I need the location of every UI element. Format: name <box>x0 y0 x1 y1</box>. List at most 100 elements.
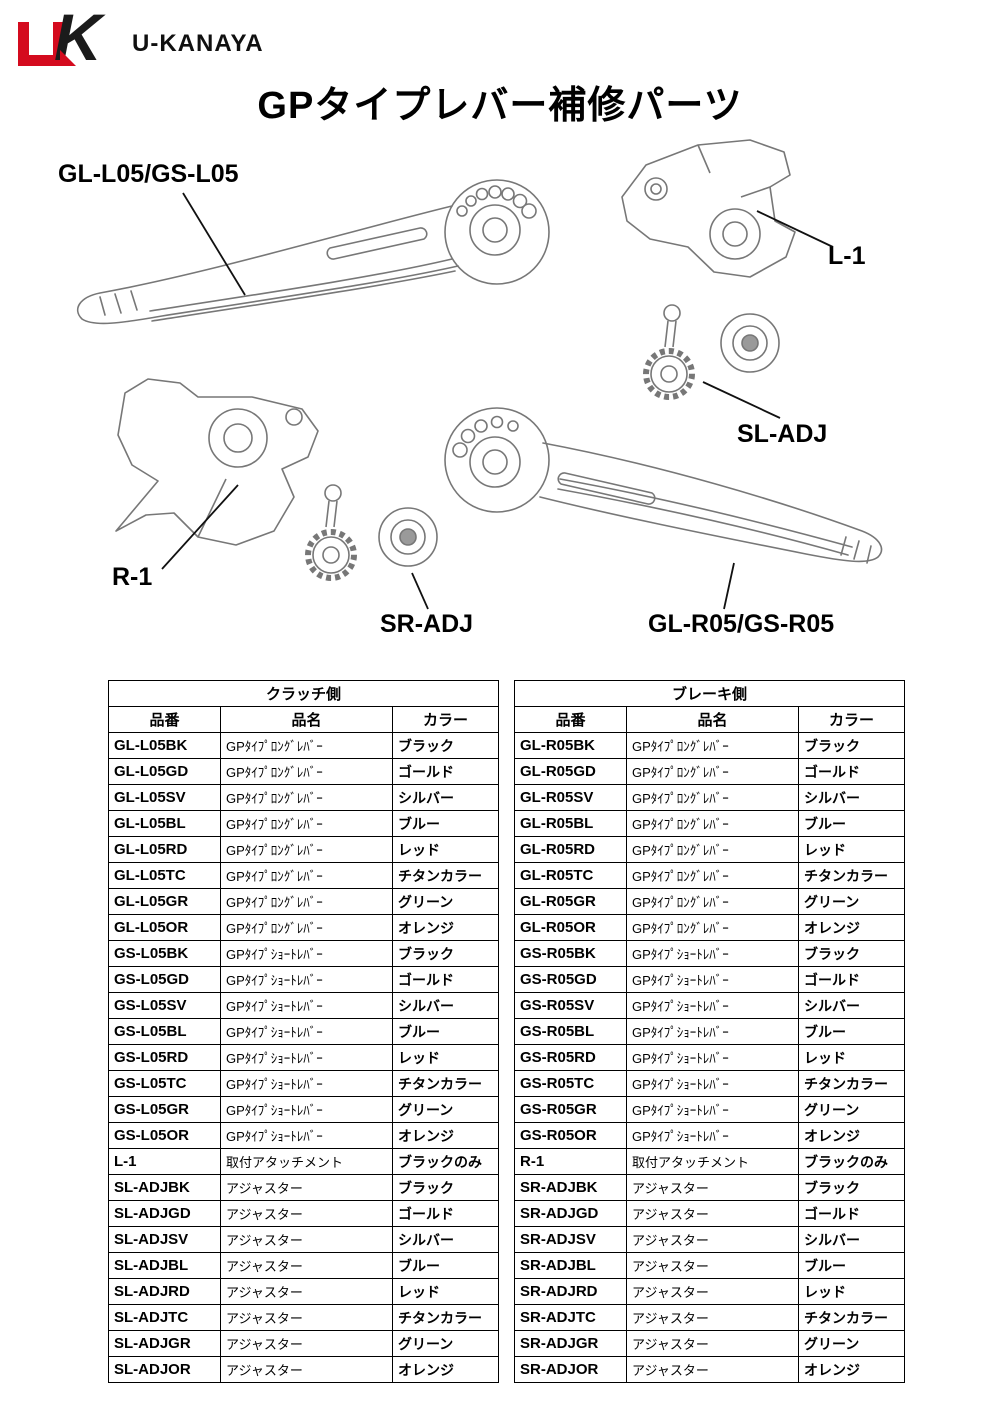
part-name-cell: GPﾀｲﾌﾟﾛﾝｸﾞﾚﾊﾞｰ <box>626 914 799 941</box>
part-number-cell: GL-L05GD <box>108 758 221 785</box>
label-brake-lever: GL-R05/GS-R05 <box>648 610 835 638</box>
part-name-cell: GPﾀｲﾌﾟｼｮｰﾄﾚﾊﾞｰ <box>626 1044 799 1071</box>
part-number-cell: SR-ADJGR <box>514 1330 627 1357</box>
color-cell: ゴールド <box>797 966 906 993</box>
part-name-cell: GPﾀｲﾌﾟｼｮｰﾄﾚﾊﾞｰ <box>626 940 799 967</box>
column-header-row: 品番品名カラー <box>514 706 906 733</box>
color-cell: ブルー <box>797 810 906 837</box>
part-number-cell: GS-R05TC <box>514 1070 627 1097</box>
column-header-2: カラー <box>391 706 500 733</box>
color-cell: チタンカラー <box>391 1070 500 1097</box>
color-cell: ブルー <box>391 810 500 837</box>
color-cell: シルバー <box>391 1226 500 1253</box>
color-cell: ブラック <box>391 940 500 967</box>
part-name-cell: GPﾀｲﾌﾟﾛﾝｸﾞﾚﾊﾞｰ <box>220 888 393 915</box>
logo-u-shape <box>18 22 64 66</box>
part-number-cell: SL-ADJGR <box>108 1330 221 1357</box>
part-number-cell: GS-L05OR <box>108 1122 221 1149</box>
part-number-cell: SR-ADJRD <box>514 1278 627 1305</box>
column-header-2: カラー <box>797 706 906 733</box>
part-number-cell: GL-R05TC <box>514 862 627 889</box>
part-name-cell: GPﾀｲﾌﾟﾛﾝｸﾞﾚﾊﾞｰ <box>626 758 799 785</box>
color-cell: レッド <box>797 1044 906 1071</box>
parts-line-art <box>76 139 883 610</box>
part-name-cell: GPﾀｲﾌﾟｼｮｰﾄﾚﾊﾞｰ <box>220 966 393 993</box>
sr-adj-drawing <box>305 484 438 581</box>
part-number-cell: SL-ADJBL <box>108 1252 221 1279</box>
part-number-cell: GS-R05GR <box>514 1096 627 1123</box>
part-number-cell: GL-R05OR <box>514 914 627 941</box>
part-name-cell: アジャスター <box>626 1278 799 1305</box>
part-name-cell: 取付アタッチメント <box>626 1148 799 1175</box>
part-name-cell: GPﾀｲﾌﾟﾛﾝｸﾞﾚﾊﾞｰ <box>220 810 393 837</box>
color-cell: ブルー <box>391 1018 500 1045</box>
part-number-cell: GS-R05GD <box>514 966 627 993</box>
part-name-cell: GPﾀｲﾌﾟｼｮｰﾄﾚﾊﾞｰ <box>626 966 799 993</box>
part-name-cell: GPﾀｲﾌﾟﾛﾝｸﾞﾚﾊﾞｰ <box>220 862 393 889</box>
color-cell: ゴールド <box>391 966 500 993</box>
color-cell: ブラック <box>797 940 906 967</box>
color-cell: ゴールド <box>797 758 906 785</box>
part-name-cell: アジャスター <box>626 1252 799 1279</box>
color-cell: シルバー <box>797 784 906 811</box>
part-name-cell: GPﾀｲﾌﾟﾛﾝｸﾞﾚﾊﾞｰ <box>626 810 799 837</box>
color-cell: オレンジ <box>797 914 906 941</box>
color-cell: グリーン <box>797 1096 906 1123</box>
part-name-cell: GPﾀｲﾌﾟｼｮｰﾄﾚﾊﾞｰ <box>220 1018 393 1045</box>
color-cell: オレンジ <box>391 1122 500 1149</box>
part-number-cell: GS-L05GD <box>108 966 221 993</box>
color-cell: ブラック <box>391 1174 500 1201</box>
part-name-cell: GPﾀｲﾌﾟｼｮｰﾄﾚﾊﾞｰ <box>220 940 393 967</box>
color-cell: ブルー <box>391 1252 500 1279</box>
part-number-cell: GS-L05GR <box>108 1096 221 1123</box>
part-number-cell: SR-ADJBL <box>514 1252 627 1279</box>
part-name-cell: アジャスター <box>626 1356 799 1383</box>
part-name-cell: GPﾀｲﾌﾟｼｮｰﾄﾚﾊﾞｰ <box>220 992 393 1019</box>
column-header-1: 品名 <box>626 706 799 733</box>
color-cell: ブラックのみ <box>797 1148 906 1175</box>
part-number-cell: SR-ADJBK <box>514 1174 627 1201</box>
part-number-cell: GL-R05BK <box>514 732 627 759</box>
column-header-1: 品名 <box>220 706 393 733</box>
part-number-cell: GS-L05BK <box>108 940 221 967</box>
color-cell: レッド <box>797 836 906 863</box>
color-cell: ブラック <box>391 732 500 759</box>
part-number-cell: GS-R05OR <box>514 1122 627 1149</box>
table-title: ブレーキ側 <box>513 680 906 707</box>
color-cell: レッド <box>391 836 500 863</box>
brake-lever-drawing <box>444 407 883 564</box>
part-number-cell: SL-ADJOR <box>108 1356 221 1383</box>
color-cell: シルバー <box>391 784 500 811</box>
color-cell: シルバー <box>391 992 500 1019</box>
part-name-cell: アジャスター <box>220 1252 393 1279</box>
table-title: クラッチ側 <box>107 680 500 707</box>
label-sr-adj: SR-ADJ <box>380 610 474 638</box>
color-cell: オレンジ <box>391 1356 500 1383</box>
color-cell: ブラック <box>797 1174 906 1201</box>
part-name-cell: アジャスター <box>220 1174 393 1201</box>
clutch-lever-drawing <box>76 179 550 325</box>
label-clutch-lever: GL-L05/GS-L05 <box>58 160 239 188</box>
